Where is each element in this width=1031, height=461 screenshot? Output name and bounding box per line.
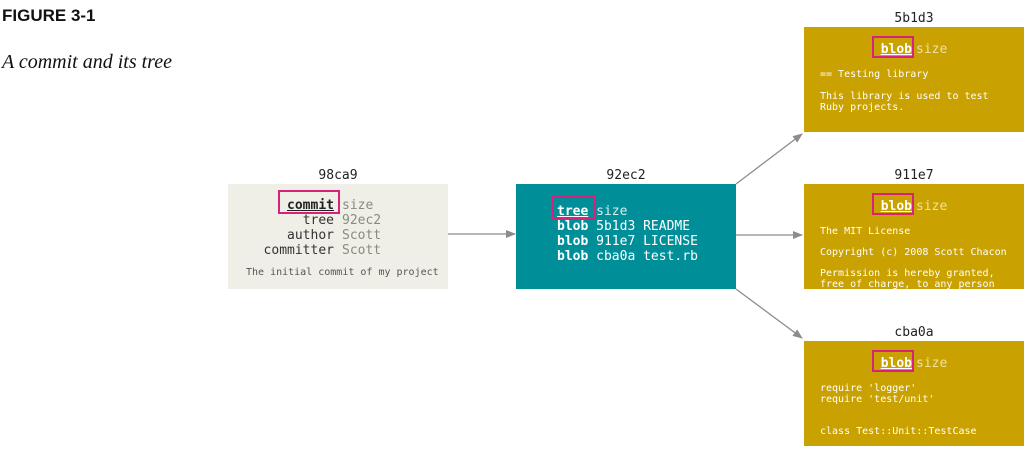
blob-content-line: Ruby projects. <box>820 102 905 113</box>
figure-label: FIGURE 3-1 <box>2 6 96 25</box>
tree-keyword: tree <box>557 204 589 219</box>
blob-content-line: require 'test/unit' <box>820 394 935 405</box>
commit-committer-key: committer <box>263 243 334 258</box>
blob-header: blob size <box>880 199 948 214</box>
commit-row-committer: committer Scott <box>228 243 382 258</box>
commit-row-commit: commit size <box>228 198 373 213</box>
blob-highlight <box>872 36 914 58</box>
commit-highlight <box>278 190 340 214</box>
blob-content-line: require 'logger' <box>820 383 917 394</box>
blob-content-line: The MIT License <box>820 226 911 237</box>
commit-message: The initial commit of my project <box>246 267 439 278</box>
blob-content-line: This library is used to test <box>820 91 989 102</box>
arrow-tree-to-blob-cba0a <box>735 288 803 339</box>
blob-highlight <box>872 350 914 372</box>
tree-size: size <box>596 204 628 219</box>
blob-content-line: Copyright (c) 2008 Scott Chacon <box>820 247 1007 258</box>
blob-header: blob size <box>880 356 948 371</box>
arrow-tree-to-blob-5b1d3 <box>735 133 803 185</box>
commit-size: size <box>342 198 374 213</box>
blob-object-5b1d3: blob size == Testing library This librar… <box>804 27 1024 132</box>
commit-row-tree: tree 92ec2 <box>228 213 381 228</box>
blob-content-line: class Test::Unit::TestCase <box>820 426 977 437</box>
blob-object-cba0a: blob size require 'logger' require 'test… <box>804 341 1024 446</box>
blob-highlight <box>872 193 914 215</box>
commit-tree-value: 92ec2 <box>342 213 382 228</box>
commit-id: 98ca9 <box>318 168 358 183</box>
blob-header: blob size <box>880 42 948 57</box>
tree-entry-test: blob cba0a test.rb <box>557 249 698 264</box>
commit-row-author: author Scott <box>228 228 381 243</box>
commit-keyword: commit <box>287 198 334 213</box>
tree-entry-license: blob 911e7 LICENSE <box>557 234 698 249</box>
blob-id: 911e7 <box>894 168 934 183</box>
blob-content-line: free of charge, to any person <box>820 279 995 289</box>
blob-object-911e7: blob size The MIT License Copyright (c) … <box>804 184 1024 289</box>
tree-header: tree size <box>557 204 627 219</box>
tree-id: 92ec2 <box>606 168 646 183</box>
tree-entry-readme: blob 5b1d3 README <box>557 219 691 234</box>
blob-id: cba0a <box>894 325 934 340</box>
blob-content-line: == Testing library <box>820 69 929 80</box>
blob-id: 5b1d3 <box>894 11 934 26</box>
blob-content-line: Permission is hereby granted, <box>820 268 995 279</box>
commit-committer-value: Scott <box>342 243 382 258</box>
tree-highlight <box>552 196 596 220</box>
commit-author-key: author <box>287 228 334 243</box>
commit-author-value: Scott <box>342 228 382 243</box>
tree-object: tree size blob 5b1d3 README blob 911e7 L… <box>516 184 736 289</box>
figure-caption: A commit and its tree <box>2 51 172 73</box>
commit-tree-key: tree <box>302 213 334 228</box>
